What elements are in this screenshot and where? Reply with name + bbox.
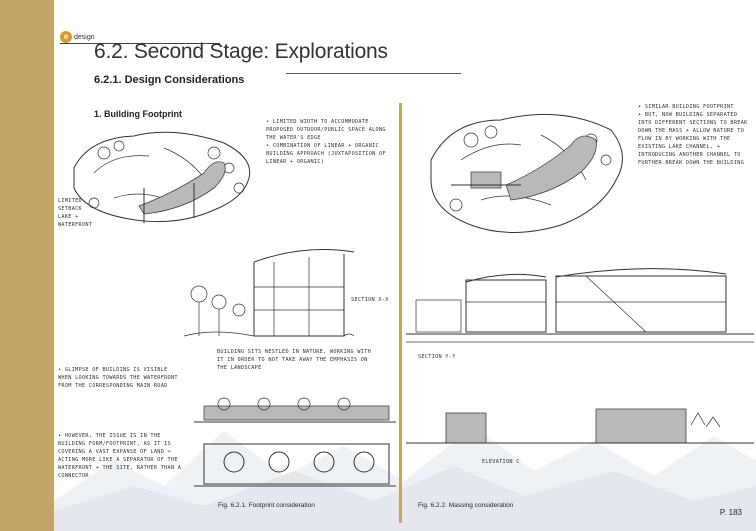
note-nestled: BUILDING SITS NESTLED IN NATURE, WORKING… (217, 349, 372, 371)
section-xx-label: SECTION X-X (351, 297, 389, 303)
site-plan-sketch-right (430, 113, 623, 233)
left-margin-band (0, 0, 54, 531)
note-glimpse: • GLIMPSE OF BUILDING IS VISIBLE WHEN LO… (58, 367, 178, 389)
page-number: P. 183 (719, 508, 742, 517)
mountain-backdrop (54, 426, 756, 531)
plan-label-lake: LAKE + WATERFRONT (58, 214, 93, 228)
section-heading: 1. Building Footprint (94, 109, 182, 119)
caption-massing: Fig. 6.2.2. Massing consideration (418, 502, 514, 509)
section-xx-sketch (184, 249, 354, 337)
brand-logo: e design (60, 31, 95, 43)
note-massing: • SIMILAR BUILDING FOOTPRINT • BUT, NOW … (638, 104, 748, 166)
note-however: • HOWEVER, THE ISSUE IS IN THE BUILDING … (58, 433, 182, 479)
note-footprint-width: • LIMITED WIDTH TO ACCOMMODATE PROPOSED … (266, 119, 386, 165)
header-rule (60, 43, 220, 44)
plan-label-limited: LIMITED SETBACK (58, 198, 82, 212)
page-subtitle: 6.2.1. Design Considerations (94, 74, 245, 86)
logo-mark-icon: e (60, 31, 72, 43)
elevation-c-label: ELEVATION C (482, 459, 520, 465)
document-page: e design 6.2. Second Stage: Explorations… (54, 0, 756, 531)
section-yy-label: SECTION Y-Y (418, 354, 456, 360)
subtitle-rule (286, 73, 461, 74)
elevation-sketch-left (194, 397, 396, 487)
page-title: 6.2. Second Stage: Explorations (94, 40, 388, 63)
logo-text: design (74, 33, 95, 41)
site-plan-sketch-left (73, 131, 251, 223)
elevation-c-sketch (406, 408, 754, 444)
column-divider (399, 103, 402, 523)
section-yy-sketch (406, 268, 754, 343)
caption-footprint: Fig. 6.2.1. Footprint consideration (218, 502, 315, 509)
